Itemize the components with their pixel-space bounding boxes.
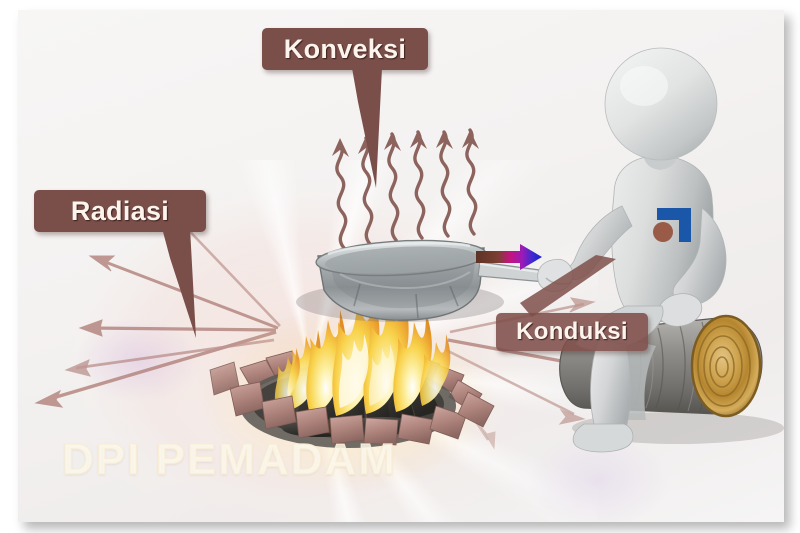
illustration-canvas: DPI PEMADAM Konveksi Radiasi Konduksi (18, 10, 784, 522)
fire-stone-ring-front (209, 361, 495, 446)
mannequin-figure (537, 47, 727, 453)
label-radiasi-box: Radiasi (34, 190, 206, 232)
convection-arrowheads (332, 130, 479, 157)
label-konveksi[interactable]: Konveksi (262, 28, 428, 188)
label-konduksi[interactable]: Konduksi (496, 255, 648, 351)
label-radiasi[interactable]: Radiasi (34, 190, 206, 338)
label-radiasi-text: Radiasi (70, 195, 170, 226)
label-konveksi-text: Konveksi (283, 33, 407, 64)
label-konduksi-pointer (520, 255, 616, 317)
chest-logo (653, 208, 691, 242)
label-konduksi-text: Konduksi (516, 318, 628, 345)
convection-wavy-arrows (335, 128, 478, 250)
label-radiasi-pointer (162, 228, 196, 338)
conduction-gradient-arrow (476, 244, 542, 270)
label-konveksi-box: Konveksi (262, 28, 428, 70)
label-konduksi-box: Konduksi (496, 313, 648, 351)
scene-graphics (34, 47, 784, 492)
campfire (200, 288, 496, 492)
label-konveksi-pointer (352, 68, 382, 188)
frying-pan (296, 239, 571, 322)
